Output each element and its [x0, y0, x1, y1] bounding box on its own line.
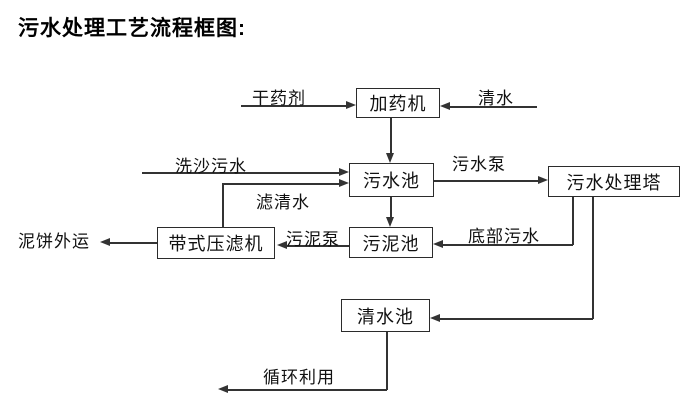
connector-sludge-pump — [287, 245, 349, 247]
edge-label-dry-agent: 干药剂 — [252, 89, 306, 108]
edge-label-sand-wash-sewage: 洗沙污水 — [175, 157, 247, 176]
page-title: 污水处理工艺流程框图: — [18, 17, 246, 40]
flow-node-label: 带式压滤机 — [168, 234, 264, 254]
connector-mud-cake-outbound — [110, 242, 157, 244]
arrowhead-down-icon — [386, 217, 394, 227]
connector-dry-agent — [241, 105, 346, 107]
flow-node-label: 污水池 — [363, 171, 420, 191]
connector-filtered-water-horizontal — [222, 183, 339, 185]
flow-node-sewage-treatment-tower: 污水处理塔 — [548, 166, 680, 197]
flow-node-dosing-machine: 加药机 — [356, 88, 440, 118]
connector-bottom-sewage-horizontal — [443, 244, 573, 246]
arrowhead-left-icon — [218, 385, 228, 393]
arrowhead-left-icon — [440, 102, 450, 110]
connector-recycling-vertical — [386, 332, 388, 390]
connector-tower-to-clear-pool-vertical — [592, 197, 594, 319]
edge-label-bottom-sewage: 底部污水 — [468, 227, 540, 246]
connector-sewage-pump — [434, 180, 538, 182]
arrowhead-right-icon — [339, 168, 349, 176]
connector-tower-to-clear-pool-horizontal — [440, 318, 593, 320]
flow-node-label: 清水池 — [357, 306, 414, 327]
connector-bottom-sewage-vertical — [572, 197, 574, 245]
edge-label-filtered-water: 滤清水 — [256, 193, 310, 212]
flow-node-label: 污泥池 — [362, 233, 420, 254]
flow-node-sewage-pool: 污水池 — [349, 163, 434, 197]
connector-sand-wash-sewage — [142, 172, 339, 174]
connector-recycling-horizontal — [228, 389, 387, 391]
edge-label-mud-cake-outbound: 泥饼外运 — [18, 232, 90, 251]
edge-label-sewage-pump: 污水泵 — [452, 155, 506, 174]
edge-label-recycling: 循环利用 — [263, 368, 335, 387]
connector-clear-water — [450, 106, 537, 108]
arrowhead-left-icon — [433, 240, 443, 248]
arrowhead-right-icon — [339, 179, 349, 187]
flow-node-sludge-pool: 污泥池 — [349, 227, 433, 258]
edge-label-clear-water: 清水 — [478, 89, 514, 108]
connector-sewage-pool-to-sludge-pool — [390, 197, 392, 217]
arrowhead-right-icon — [346, 101, 356, 109]
connector-dosing-to-sewage-pool — [390, 118, 392, 153]
arrowhead-down-icon — [386, 153, 394, 163]
flow-node-clear-water-pool: 清水池 — [341, 299, 430, 332]
flow-node-belt-filter-press: 带式压滤机 — [157, 227, 275, 259]
arrowhead-right-icon — [538, 176, 548, 184]
arrowhead-left-icon — [100, 238, 110, 246]
edge-label-sludge-pump: 污泥泵 — [286, 230, 340, 249]
flow-node-label: 污水处理塔 — [566, 172, 662, 193]
connector-filtered-water-vertical — [222, 183, 224, 228]
arrowhead-left-icon — [277, 241, 287, 249]
arrowhead-left-icon — [430, 314, 440, 322]
flow-node-label: 加药机 — [369, 94, 427, 114]
